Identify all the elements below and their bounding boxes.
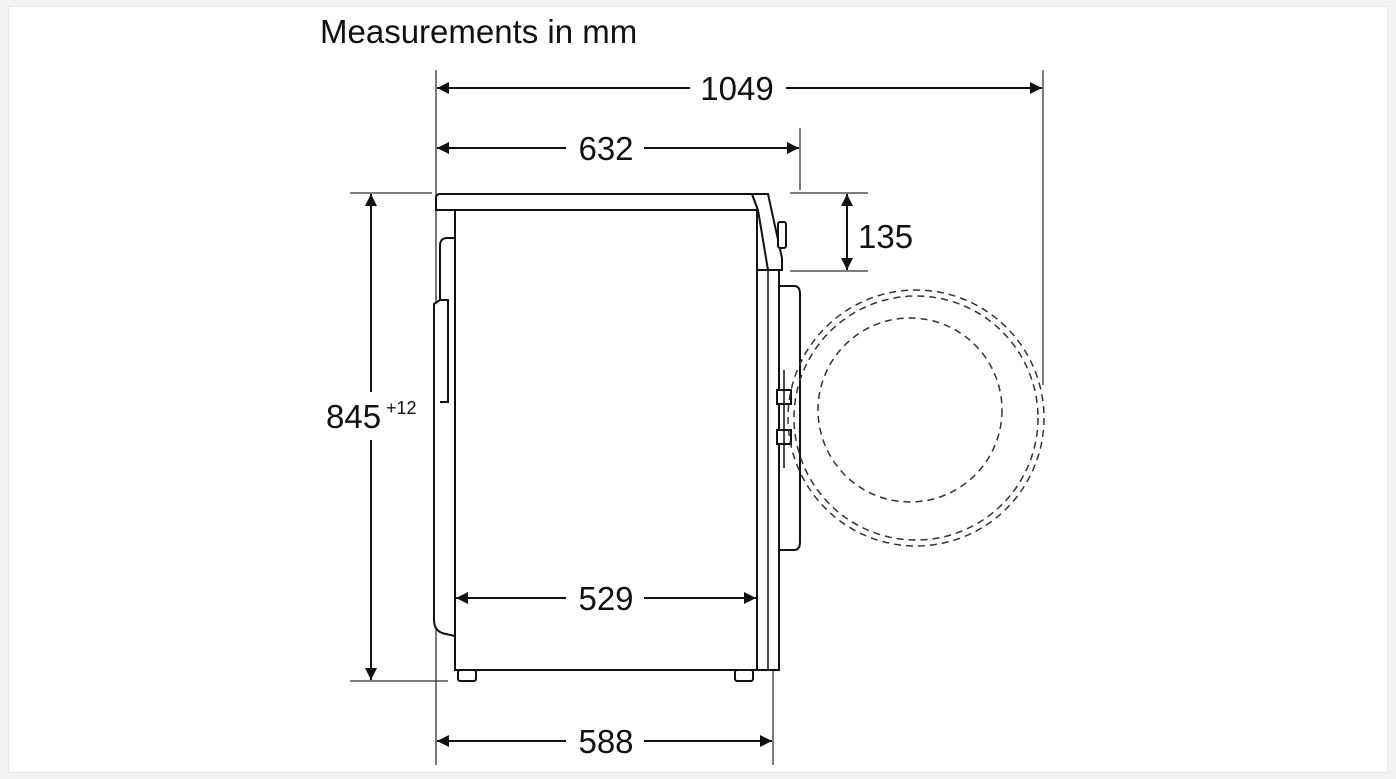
door-swing-middle-circle xyxy=(793,295,1039,541)
dimension-845: 845 +12 xyxy=(326,194,417,680)
dimension-845-tolerance: +12 xyxy=(386,398,417,418)
machine-control-knob xyxy=(777,221,787,249)
machine-foot-rear xyxy=(457,669,477,682)
door-swing-outer-circle xyxy=(787,289,1045,547)
machine-side-view xyxy=(433,193,801,682)
dimension-1049-label: 1049 xyxy=(700,70,773,107)
dimension-588-label: 588 xyxy=(578,723,633,760)
machine-rear-handle xyxy=(440,299,449,403)
machine-body xyxy=(454,209,758,671)
dimension-135-label: 135 xyxy=(858,218,913,255)
door-swing-inner-circle xyxy=(817,317,1003,503)
dimension-845-label: 845 xyxy=(326,398,381,435)
dimension-632: 632 xyxy=(437,130,799,167)
machine-worktop xyxy=(435,193,760,211)
dimension-1049: 1049 xyxy=(437,70,1042,107)
dimension-632-label: 632 xyxy=(578,130,633,167)
diagram-title: Measurements in mm xyxy=(320,13,638,50)
dimension-135: 135 xyxy=(841,194,913,270)
door-open-swing xyxy=(787,289,1045,547)
machine-rear-panel xyxy=(433,237,456,638)
machine-foot-front xyxy=(734,669,754,682)
machine-door xyxy=(778,285,801,551)
machine-control-panel xyxy=(750,193,783,271)
dimension-588: 588 xyxy=(437,723,772,760)
dimension-529-label: 529 xyxy=(578,580,633,617)
dimension-529: 529 xyxy=(456,580,756,617)
